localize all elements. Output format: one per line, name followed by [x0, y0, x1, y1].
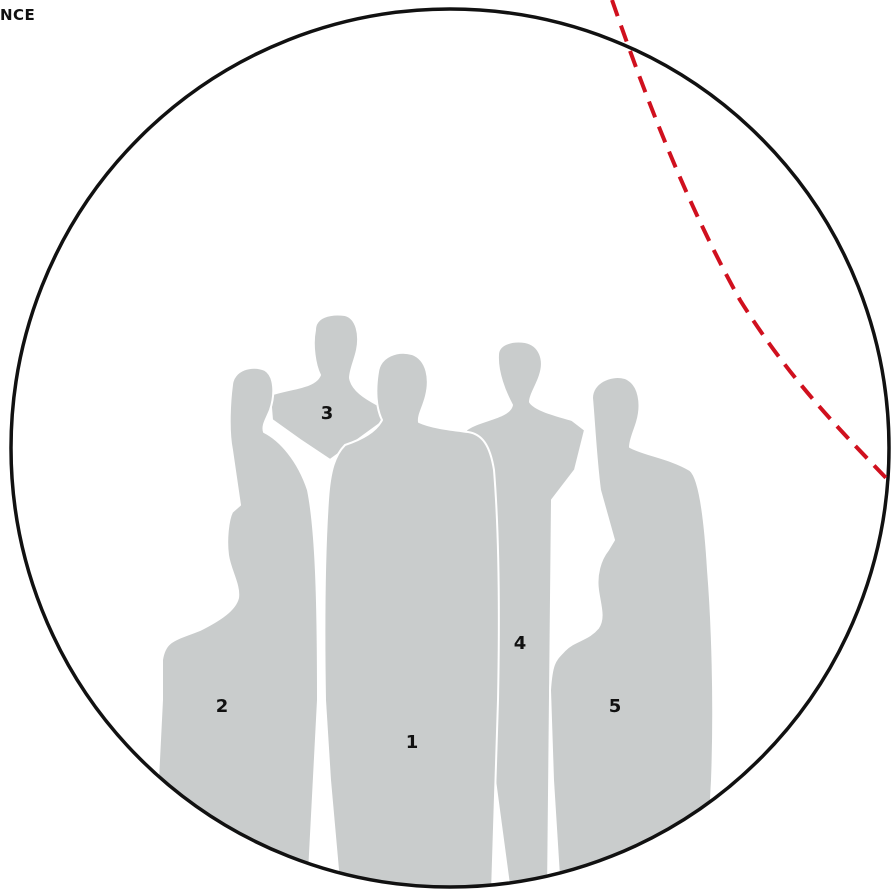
figure-label-1: 1 [406, 732, 419, 753]
figure-label-3: 3 [321, 403, 334, 424]
figure-2 [150, 368, 318, 892]
figure-label-5: 5 [609, 696, 622, 717]
dashed-arc [612, 0, 888, 480]
figure-group [150, 315, 713, 892]
figure-label-2: 2 [216, 696, 229, 717]
figure-label-4: 4 [514, 633, 527, 654]
